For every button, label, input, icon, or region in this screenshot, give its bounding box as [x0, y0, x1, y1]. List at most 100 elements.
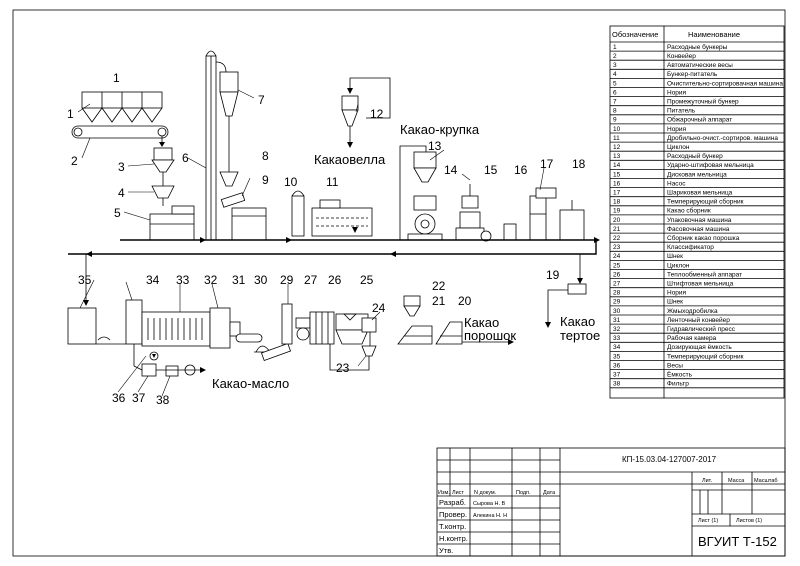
num-26: 26	[328, 273, 342, 287]
equipment-13-bunker	[399, 145, 437, 240]
cocoa-butter-line	[133, 344, 206, 377]
num-24: 24	[372, 301, 386, 315]
num-17: 17	[540, 157, 554, 171]
equipment-8-feeder	[219, 171, 246, 208]
legend-code: 15	[613, 171, 621, 178]
legend-name: Сборник какао порошка	[667, 234, 740, 242]
num-2: 2	[71, 154, 78, 168]
legend-code: 37	[613, 372, 621, 379]
legend-name: Расходный бункер	[667, 152, 723, 160]
legend-name: Нория	[667, 290, 687, 297]
num-38: 38	[156, 393, 170, 407]
equipment-1-bunkers	[81, 91, 163, 123]
legend-name: Обжарочный аппарат	[667, 116, 732, 124]
legend-name: Очистительно-сортировачная машина	[667, 80, 783, 87]
legend-name: Конвейер	[667, 52, 696, 60]
equipment-20-packing-machine	[435, 321, 514, 345]
legend-name: Насос	[667, 180, 686, 187]
col-ndoc: N докум.	[474, 490, 497, 496]
num-1b: 1	[67, 107, 74, 121]
num-7: 7	[258, 93, 265, 107]
legend-code: 5	[613, 80, 617, 87]
num-30: 30	[254, 273, 268, 287]
caption-kakao-poroshok-2: порошок	[464, 328, 516, 343]
equipment-36-scales	[141, 363, 157, 377]
num-12: 12	[370, 107, 384, 121]
legend-code: 24	[613, 253, 621, 260]
num-13: 13	[428, 139, 442, 153]
num-29: 29	[280, 273, 294, 287]
col-podp: Подп.	[516, 490, 531, 496]
caption-kakaovella: Какаовелла	[314, 152, 386, 167]
equipment-27-pin-mill	[295, 317, 311, 341]
flow-line-upper	[68, 239, 597, 255]
equipment-11-crushing-machine	[311, 199, 373, 237]
num-11: 11	[326, 175, 339, 189]
legend-code: 13	[613, 153, 621, 160]
legend-name: Дробильно-очист.-сортиров. машина	[667, 134, 778, 142]
equipment-32-hydraulic-press	[209, 307, 241, 349]
num-27: 27	[304, 273, 318, 287]
legend-name: Расходные бункеры	[667, 43, 728, 51]
legend-code: 10	[613, 126, 621, 133]
title-block: КП-15.03.04-127007-2017 Изм. Лист N доку…	[436, 447, 786, 557]
equipment-26-heat-exchanger	[309, 311, 335, 345]
sheet-frame	[12, 9, 786, 557]
legend-code: 8	[613, 108, 617, 115]
col-data: Дата	[543, 490, 556, 496]
equipment-16-pump	[480, 223, 517, 242]
legend-name: Темперирующий сборник	[667, 198, 744, 206]
col-izm: Изм.	[438, 490, 450, 496]
num-14: 14	[444, 163, 458, 177]
flow-captions: Какаовелла Какао-крупка Какао порошок Ка…	[212, 122, 600, 391]
legend-code: 1	[613, 44, 617, 51]
legend-code: 29	[613, 299, 621, 306]
num-9: 9	[262, 173, 269, 187]
num-15: 15	[484, 163, 498, 177]
legend-name: Шариковая мельница	[667, 190, 733, 197]
num-3: 3	[118, 160, 125, 174]
num-6: 6	[182, 151, 189, 165]
legend-code: 28	[613, 290, 621, 297]
equipment-5-cleaning-machine	[149, 205, 195, 241]
equipment-24-screw	[361, 317, 377, 346]
legend-name: Бункер-питатель	[667, 71, 718, 78]
equipment-12-cyclone	[341, 77, 391, 148]
prover-label: Провер.	[439, 510, 467, 519]
razrab-name: Сырова Н. В	[473, 501, 506, 507]
num-4: 4	[118, 186, 125, 200]
num-5: 5	[114, 206, 121, 220]
equipment-numbers: 1 1 2 3 4 5 6 7 8 9 10 11 12 13 14 15 16…	[67, 71, 586, 407]
caption-kakao-tertoe-1: Какао	[560, 314, 595, 329]
legend-name: Промежуточный бункер	[667, 98, 739, 106]
legend-name: Нория	[667, 89, 687, 96]
equipment-31-belt-conveyor	[235, 333, 263, 343]
equipment-34-dosing-tank	[96, 299, 143, 345]
num-22: 22	[432, 279, 446, 293]
legend-name: Темперирующий сборник	[667, 352, 744, 360]
legend-name: Фильтр	[667, 381, 689, 388]
list-label: Лист (1)	[698, 518, 718, 524]
equipment-37-tank	[165, 365, 179, 377]
razrab-label: Разраб.	[439, 498, 466, 507]
num-8: 8	[262, 149, 269, 163]
num-32: 32	[204, 273, 218, 287]
legend-code: 20	[613, 217, 621, 224]
legend-code: 14	[613, 162, 621, 169]
massa-label: Масса	[728, 478, 745, 484]
num-34: 34	[146, 273, 160, 287]
equipment-15-disc-mill	[455, 184, 485, 241]
legend-code: 27	[613, 281, 621, 288]
caption-kakao-tertoe-2: тертое	[560, 328, 600, 343]
caption-kakao-poroshok-1: Какао	[464, 315, 499, 330]
legend-name: Весы	[667, 362, 683, 369]
legend-name: Гидравлический пресс	[667, 325, 736, 333]
num-10: 10	[284, 175, 298, 189]
equipment-9-roaster	[231, 207, 267, 241]
num-16: 16	[514, 163, 528, 177]
prover-name: Алекина Н. Н	[473, 513, 507, 519]
legend-code: 12	[613, 144, 621, 151]
legend-name: Дисковая мельница	[667, 171, 727, 178]
legend-name: Теплообменный аппарат	[667, 270, 742, 278]
num-1a: 1	[113, 71, 120, 85]
